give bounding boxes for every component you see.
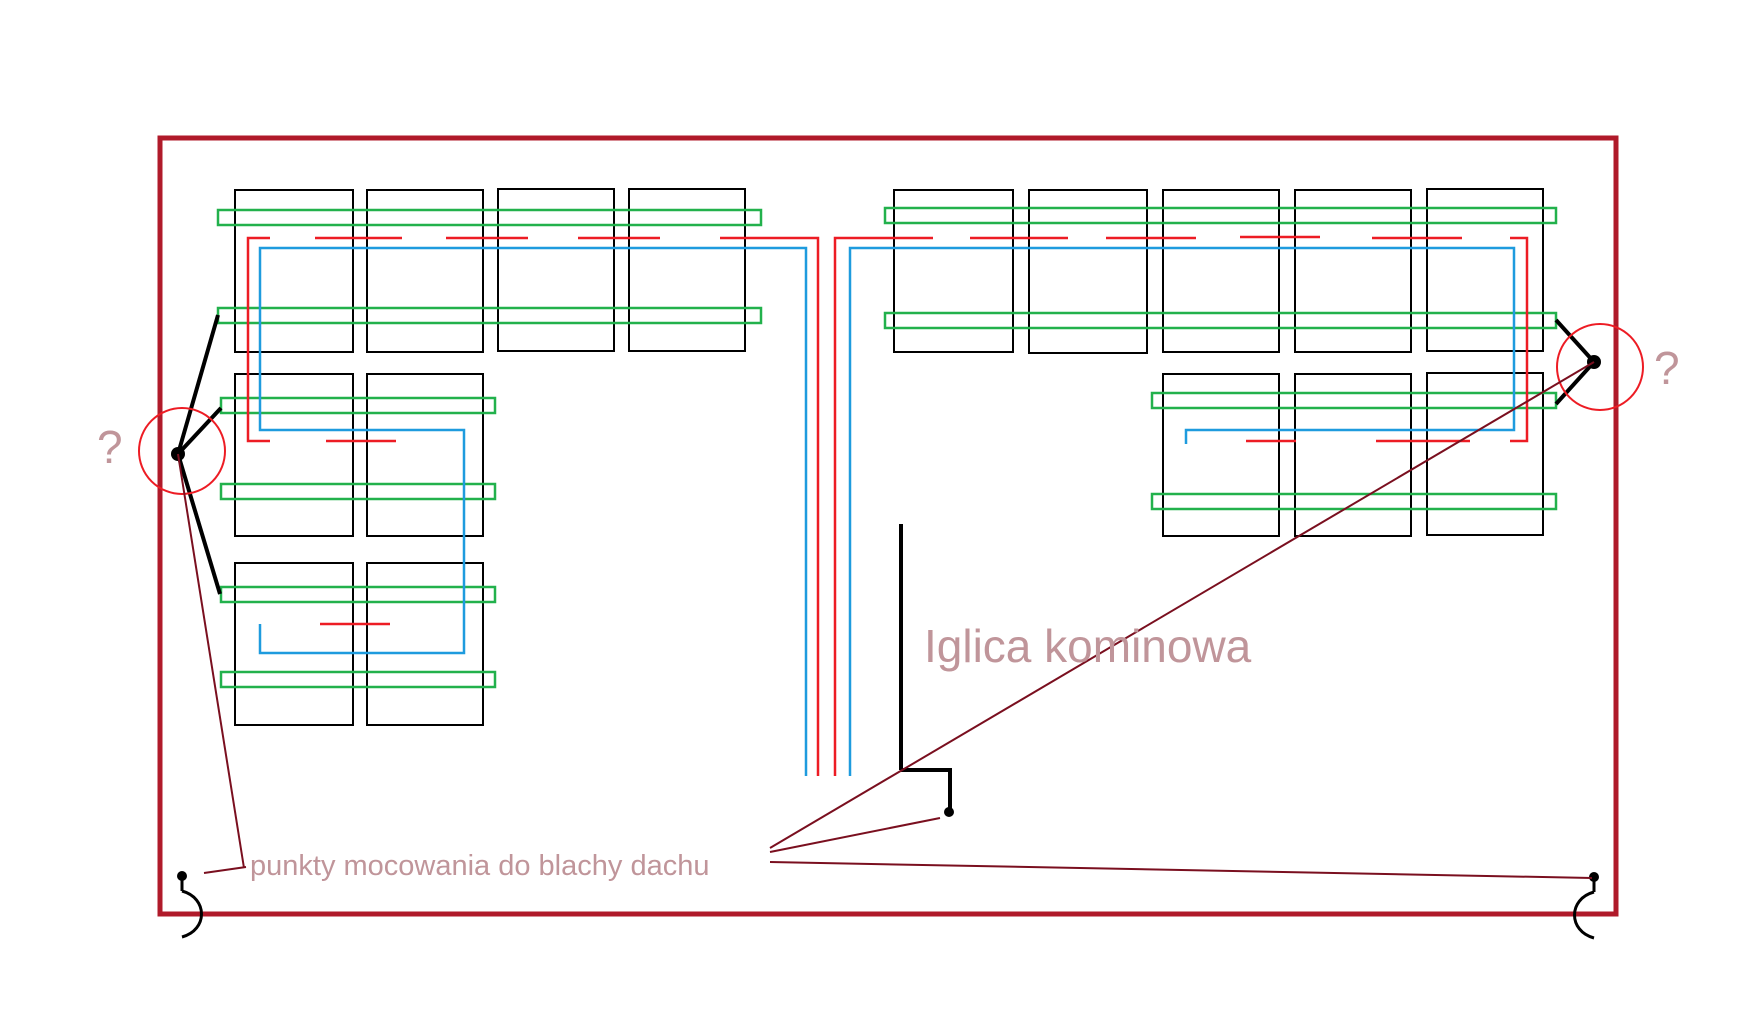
solar-panel [628,188,746,352]
mounting-rail [1150,391,1558,410]
red-cable [833,236,933,776]
lightning-rod-arm [1554,318,1596,364]
solar-panel [366,373,484,537]
roof-hook-head [1589,872,1599,882]
blue-cable-runs [258,246,1516,776]
mounting-rail [219,585,497,604]
solar-panel [1426,188,1544,352]
roof-hook-head [177,871,187,881]
mount-points-label: punkty mocowania do blachy dachu [250,850,709,882]
solar-panel [1294,189,1412,353]
chimney-spike [899,524,954,817]
red-cable [720,236,820,776]
leader-line [769,361,1595,849]
right-lightning-rod [1554,318,1601,406]
solar-panel [234,189,354,353]
question-mark-right: ? [1654,342,1680,394]
red-cable-left-loop [246,236,270,443]
leader-line [769,861,1593,879]
solar-panel [366,562,484,726]
mounting-rail [883,311,1558,330]
blue-cable [848,246,1516,776]
roof-hook-left [177,871,203,939]
red-cable-right-loop [1510,236,1529,443]
right-panel-array [893,188,1544,537]
solar-panel [1294,373,1412,537]
mounting-rail [216,306,763,325]
solar-panel [1162,373,1280,537]
solar-panel [234,562,354,726]
solar-panel [366,189,484,353]
chimney-spike-label: Iglica kominowa [924,620,1252,672]
chimney-spike-base [901,768,952,812]
leader-lines [177,361,1595,879]
mounting-rail [219,670,497,689]
chimney-spike-anchor [944,807,954,817]
solar-panel [893,189,1014,353]
mounting-rail [883,206,1558,225]
mounting-rail [219,482,497,501]
roof-hook-right [1573,872,1599,940]
question-circle-right [1556,323,1644,411]
question-circle-left [138,407,226,495]
question-mark-left: ? [97,421,123,473]
leader-line [203,866,247,874]
mounting-rails [216,206,1558,689]
roof-hook-curve [1573,890,1595,940]
mounting-rail [216,208,763,227]
lightning-rod-arm [176,314,220,455]
lightning-rod-arm [1554,360,1596,406]
mounting-rail [1150,492,1558,511]
red-cable-runs [246,235,1529,776]
solar-panel [1426,372,1544,536]
lightning-rod-arm [176,453,222,595]
lightning-rod-arm [176,406,223,456]
solar-panel [234,373,354,537]
leader-line [177,453,245,869]
roof-hook-curve [181,889,203,939]
blue-cable [258,246,808,776]
leader-line [769,817,941,853]
solar-panel [1028,189,1148,354]
solar-panel [497,188,615,352]
mounting-rail [219,396,497,415]
left-panel-array [234,188,746,726]
solar-panel [1162,189,1280,353]
roof-outline [157,135,1619,917]
